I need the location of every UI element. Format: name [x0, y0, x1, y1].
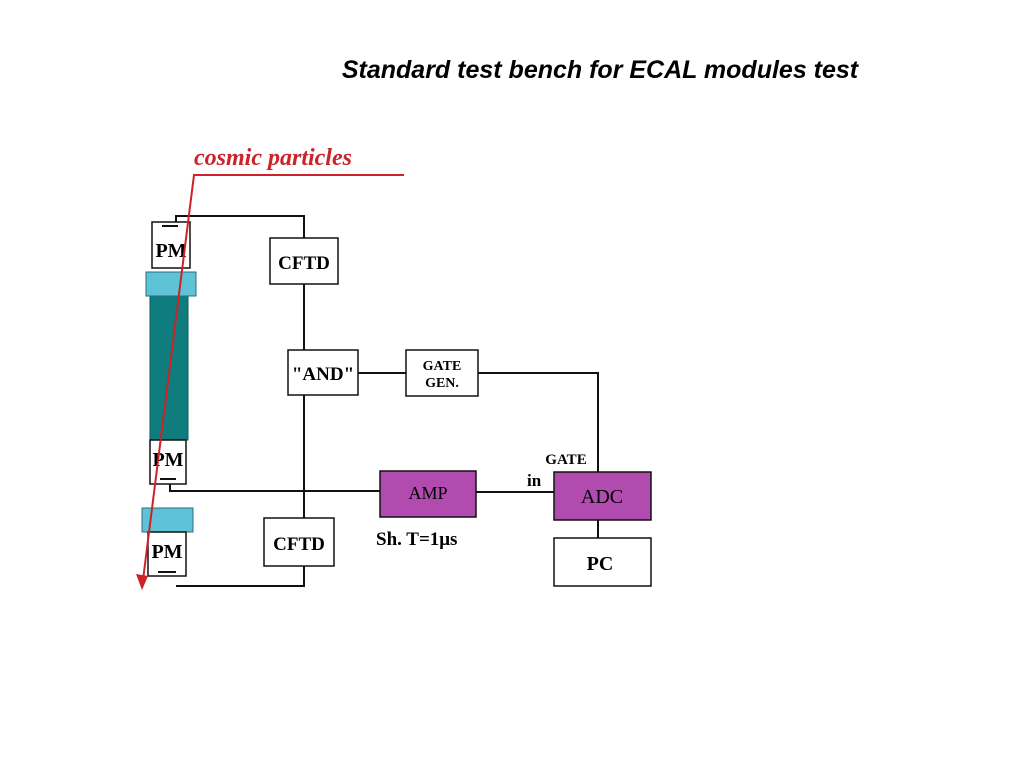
- cftd-top: CFTD: [269, 237, 339, 285]
- cftd-top-label: CFTD: [278, 253, 330, 274]
- and-gate: "AND": [287, 349, 359, 396]
- amp-label: AMP: [408, 483, 447, 503]
- and-gate-label: "AND": [292, 364, 354, 385]
- gate-gen-line1: GATE: [423, 359, 462, 374]
- arrowhead-icon: [136, 574, 148, 590]
- cosmic-particle-track: [136, 174, 404, 590]
- cftd-bottom-label: CFTD: [273, 534, 325, 555]
- pm-bottom: PM: [147, 531, 187, 577]
- gate-gen-line2: GEN.: [425, 376, 459, 391]
- particle-label: cosmic particles: [194, 145, 352, 171]
- in-input-label: in: [527, 471, 542, 490]
- top-light-coupler: [145, 271, 197, 297]
- pm-top: PM: [151, 221, 191, 269]
- adc-label: ADC: [581, 486, 623, 508]
- pm-middle-label: PM: [152, 449, 183, 471]
- slide-title: Standard test bench for ECAL modules tes…: [341, 56, 859, 84]
- pc: PC: [553, 537, 652, 587]
- adc: ADC: [553, 471, 652, 521]
- pm-bottom-label: PM: [151, 541, 182, 563]
- gate-generator: GATE GEN.: [405, 349, 479, 397]
- gate-input-label: GATE: [545, 452, 586, 468]
- shaping-time-label: Sh. T=1μs: [376, 529, 457, 550]
- pm-top-label: PM: [155, 240, 186, 262]
- pc-label: PC: [587, 553, 614, 575]
- wiring: [164, 215, 599, 587]
- amplifier: AMP: [379, 470, 477, 518]
- cftd-bottom: CFTD: [263, 517, 335, 567]
